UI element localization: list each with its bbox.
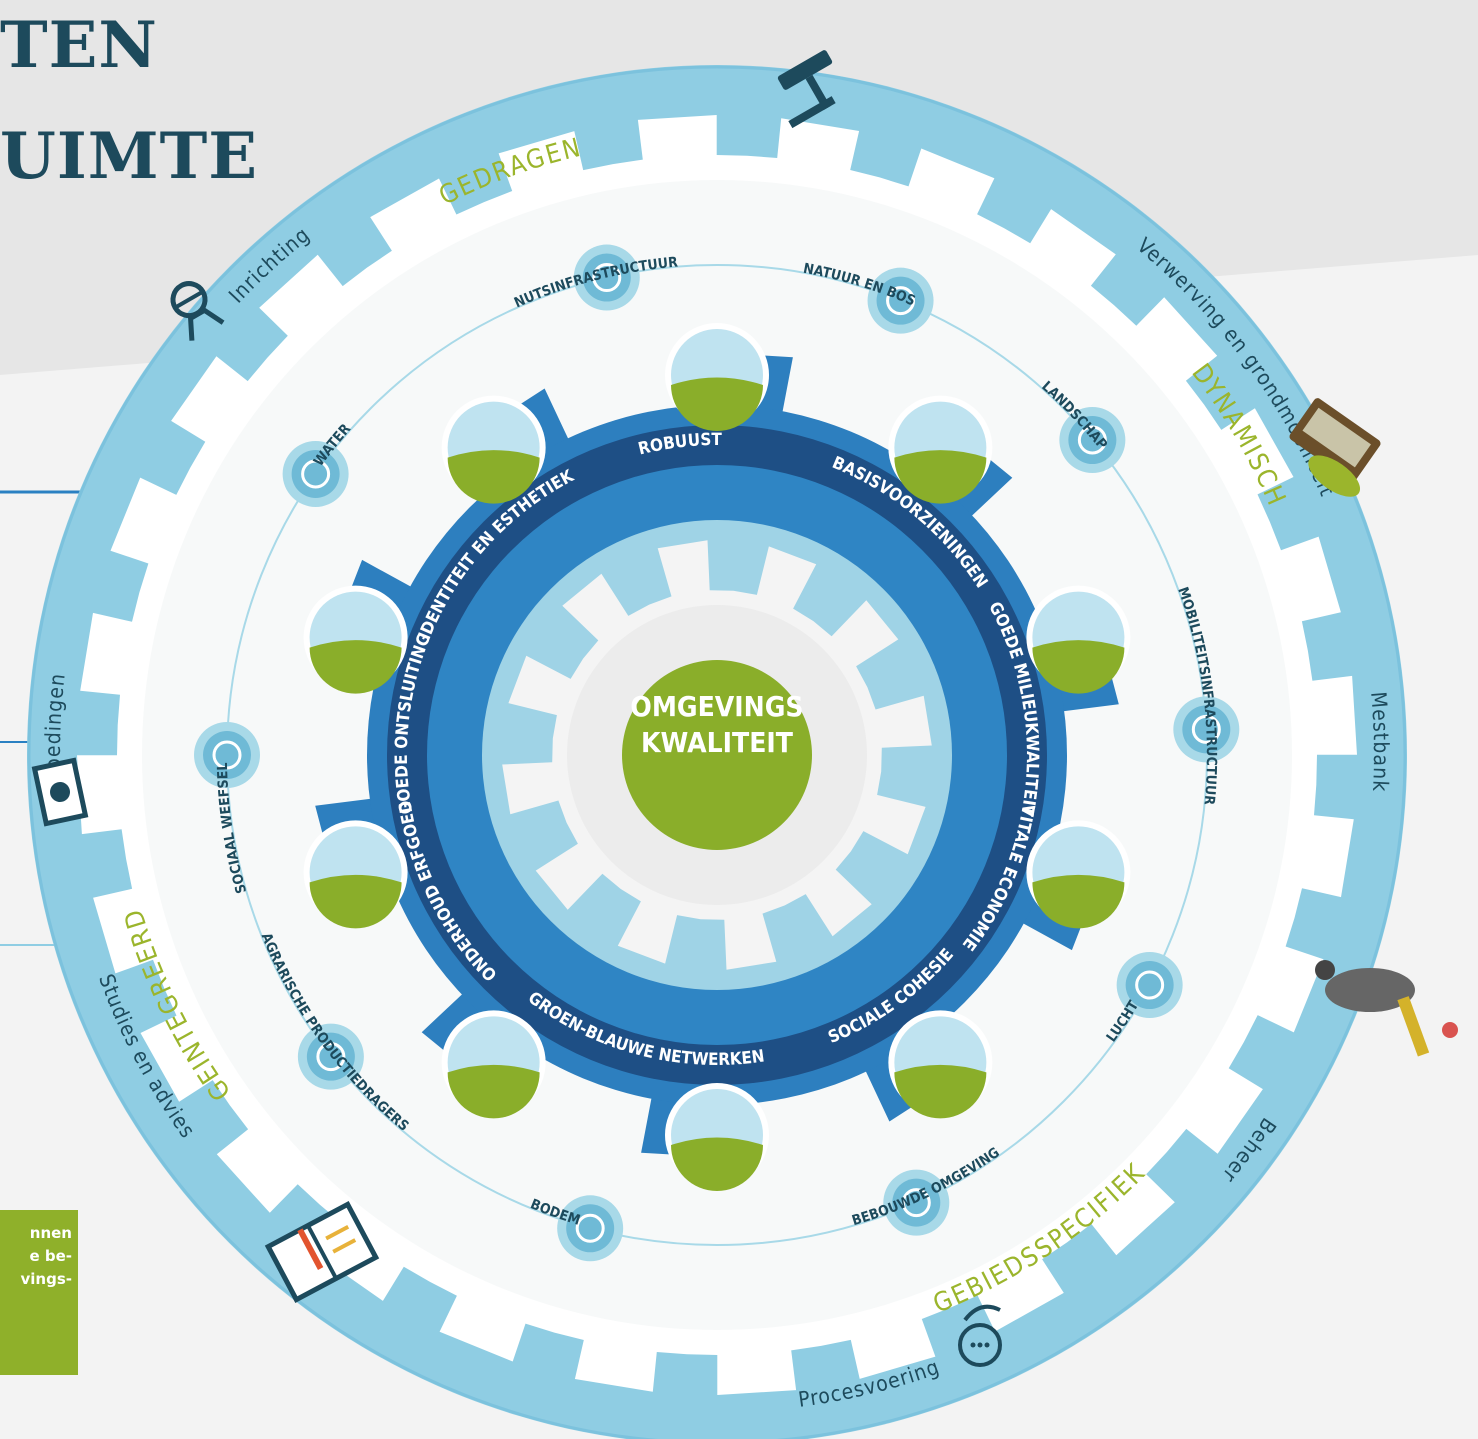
note-line-1: nnen	[29, 1224, 72, 1242]
theme-icon-8	[297, 1023, 364, 1090]
heading-line-2: UIMTE	[0, 119, 258, 194]
outer-label-mestbank: Mestbank	[1366, 691, 1392, 793]
money-icon	[31, 757, 89, 827]
center-label-line-2: KWALITEIT	[641, 726, 794, 759]
photo-icon-6	[665, 1083, 769, 1191]
gavel-icon	[777, 50, 836, 129]
photo-icon-5	[888, 1010, 993, 1119]
photo-icon-3	[1026, 585, 1131, 694]
photo-icon-10	[441, 395, 546, 504]
theme-icon-3	[1059, 407, 1126, 474]
note-box: nnen e be- vings-	[0, 1210, 78, 1375]
theme-icon-2	[867, 267, 934, 334]
outer-label-mestbank-wrap: Mestbank	[1366, 691, 1393, 793]
photo-icon-2	[888, 395, 993, 504]
photo-icon-9	[303, 585, 408, 694]
theme-icon-7	[557, 1195, 624, 1262]
theme-icon-9	[194, 722, 260, 788]
photo-icon-4	[1026, 820, 1131, 929]
note-line-3: vings-	[20, 1270, 73, 1288]
note-line-2: e be-	[29, 1247, 72, 1265]
farmer-icon	[1315, 960, 1458, 1057]
center-circle	[622, 660, 812, 850]
speech-bubble-icon	[958, 1304, 1002, 1367]
worker-icon	[170, 281, 225, 341]
theme-icon-4	[1173, 696, 1240, 763]
keyboard-icon	[1289, 398, 1381, 497]
book-icon	[264, 1201, 380, 1303]
photo-icon-8	[303, 820, 408, 929]
theme-icon-6	[883, 1169, 950, 1236]
theme-icon-5	[1116, 952, 1183, 1019]
photo-icon-7	[441, 1010, 546, 1119]
center-label-line-1: OMGEVINGS	[630, 690, 803, 723]
theme-icon-10	[282, 440, 349, 507]
theme-icon-1	[573, 244, 640, 311]
heading-line-1: TEN	[0, 8, 158, 83]
photo-icon-1	[665, 323, 769, 431]
